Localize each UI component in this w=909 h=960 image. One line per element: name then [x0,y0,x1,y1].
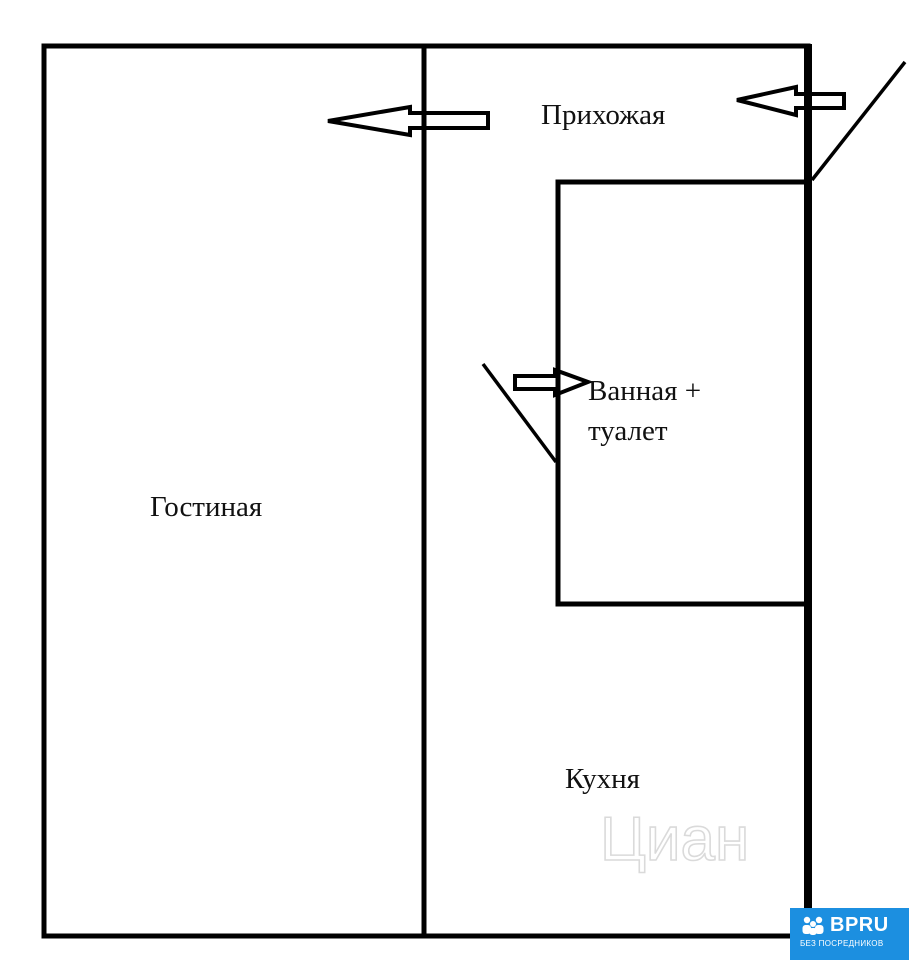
arrow-to-bathroom [513,367,594,398]
badge-tagline: БЕЗ ПОСРЕДНИКОВ [800,939,884,948]
label-bathroom-line2: туалет [588,415,668,447]
label-kitchen: Кухня [565,763,640,795]
people-group-icon [802,916,824,935]
bathroom-door-line [481,362,558,464]
arrow-to-living-room [327,104,490,138]
arrow-entrance [736,84,846,118]
label-bathroom-line1: Ванная + [588,375,701,407]
badge-brand: BPRU [830,914,889,936]
label-hallway: Прихожая [541,99,665,131]
watermark: Циан [600,805,749,874]
bpru-badge: BPRU БЕЗ ПОСРЕДНИКОВ [790,908,909,960]
entrance-door-line [810,60,907,182]
label-living-room: Гостиная [150,491,262,523]
